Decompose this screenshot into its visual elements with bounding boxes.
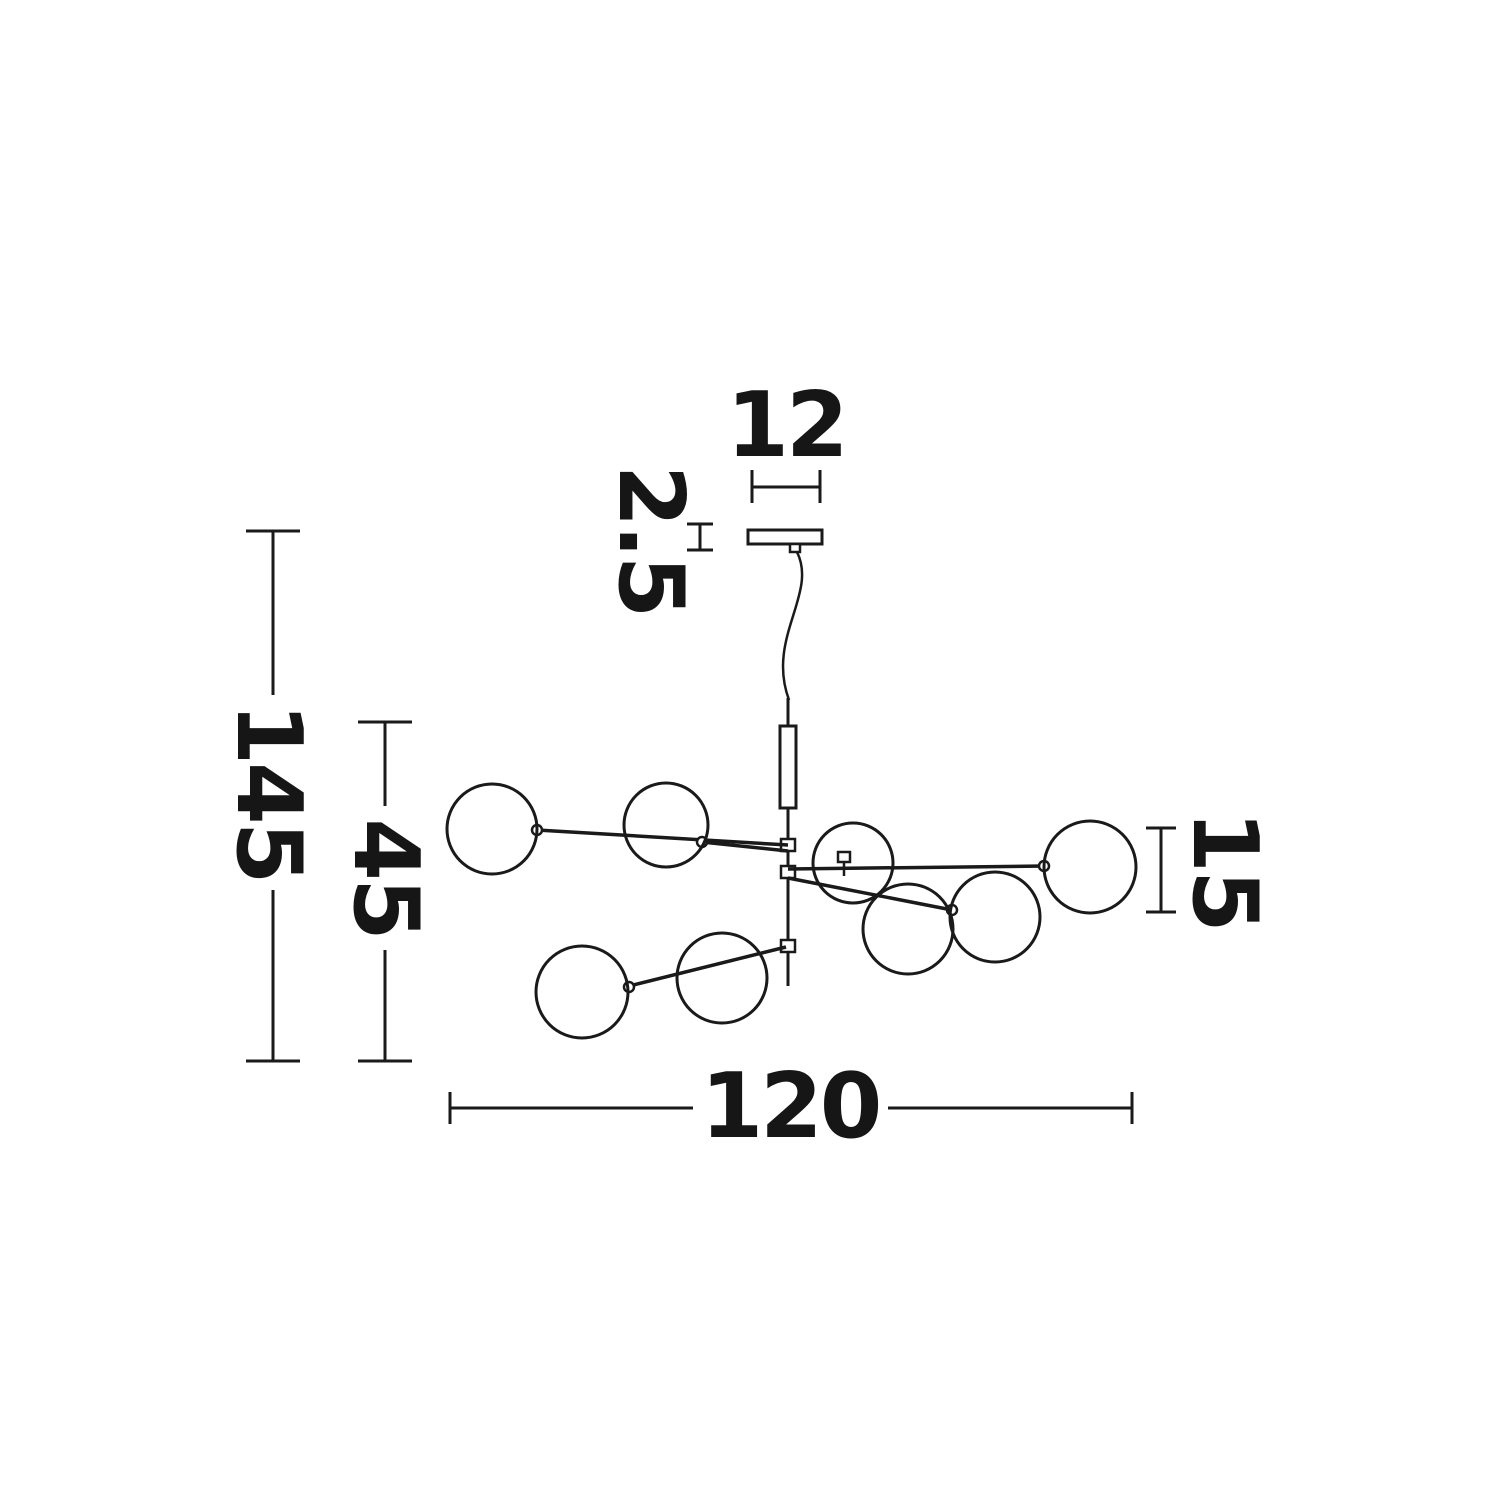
arm-left-long: [536, 828, 789, 847]
dim-label-globe-diameter: 15: [1172, 810, 1277, 930]
globe-6: [948, 870, 1042, 964]
globe-5: [861, 882, 955, 976]
dim-line-body-height: [358, 720, 412, 1063]
dim-label-overall-width: 120: [700, 1054, 883, 1159]
dim-line-overall-height: [246, 529, 300, 1063]
rod-thick-section: [778, 724, 798, 810]
globe-7: [675, 931, 769, 1025]
canopy-cable-fitting: [788, 542, 802, 554]
dimension-lines: [246, 470, 1176, 1124]
dim-label-canopy-width: 12: [726, 373, 848, 478]
dim-line-globe-diameter: [1146, 826, 1176, 914]
globe-4: [1042, 819, 1138, 915]
globe-1: [445, 782, 539, 876]
dim-line-overall-width: [448, 1092, 1134, 1124]
dim-label-overall-height: 145: [216, 702, 321, 882]
chandelier-drawing: [445, 528, 1138, 1040]
mid-hub: [836, 850, 852, 864]
suspension-cable: [781, 551, 804, 701]
dim-line-canopy-width: [750, 470, 822, 503]
dim-label-canopy-thickness: 2.5: [598, 464, 703, 616]
arm-left-short: [701, 840, 789, 853]
canopy-plate: [746, 528, 824, 546]
arm-right-down: [787, 876, 953, 912]
arm-lower-left: [628, 945, 787, 988]
globe-3: [811, 821, 895, 905]
globe-8: [534, 944, 630, 1040]
globe-2: [622, 781, 710, 869]
dim-line-canopy-thickness: [687, 522, 713, 552]
dim-label-body-height: 45: [333, 818, 438, 938]
arm-right-long: [787, 864, 1045, 871]
